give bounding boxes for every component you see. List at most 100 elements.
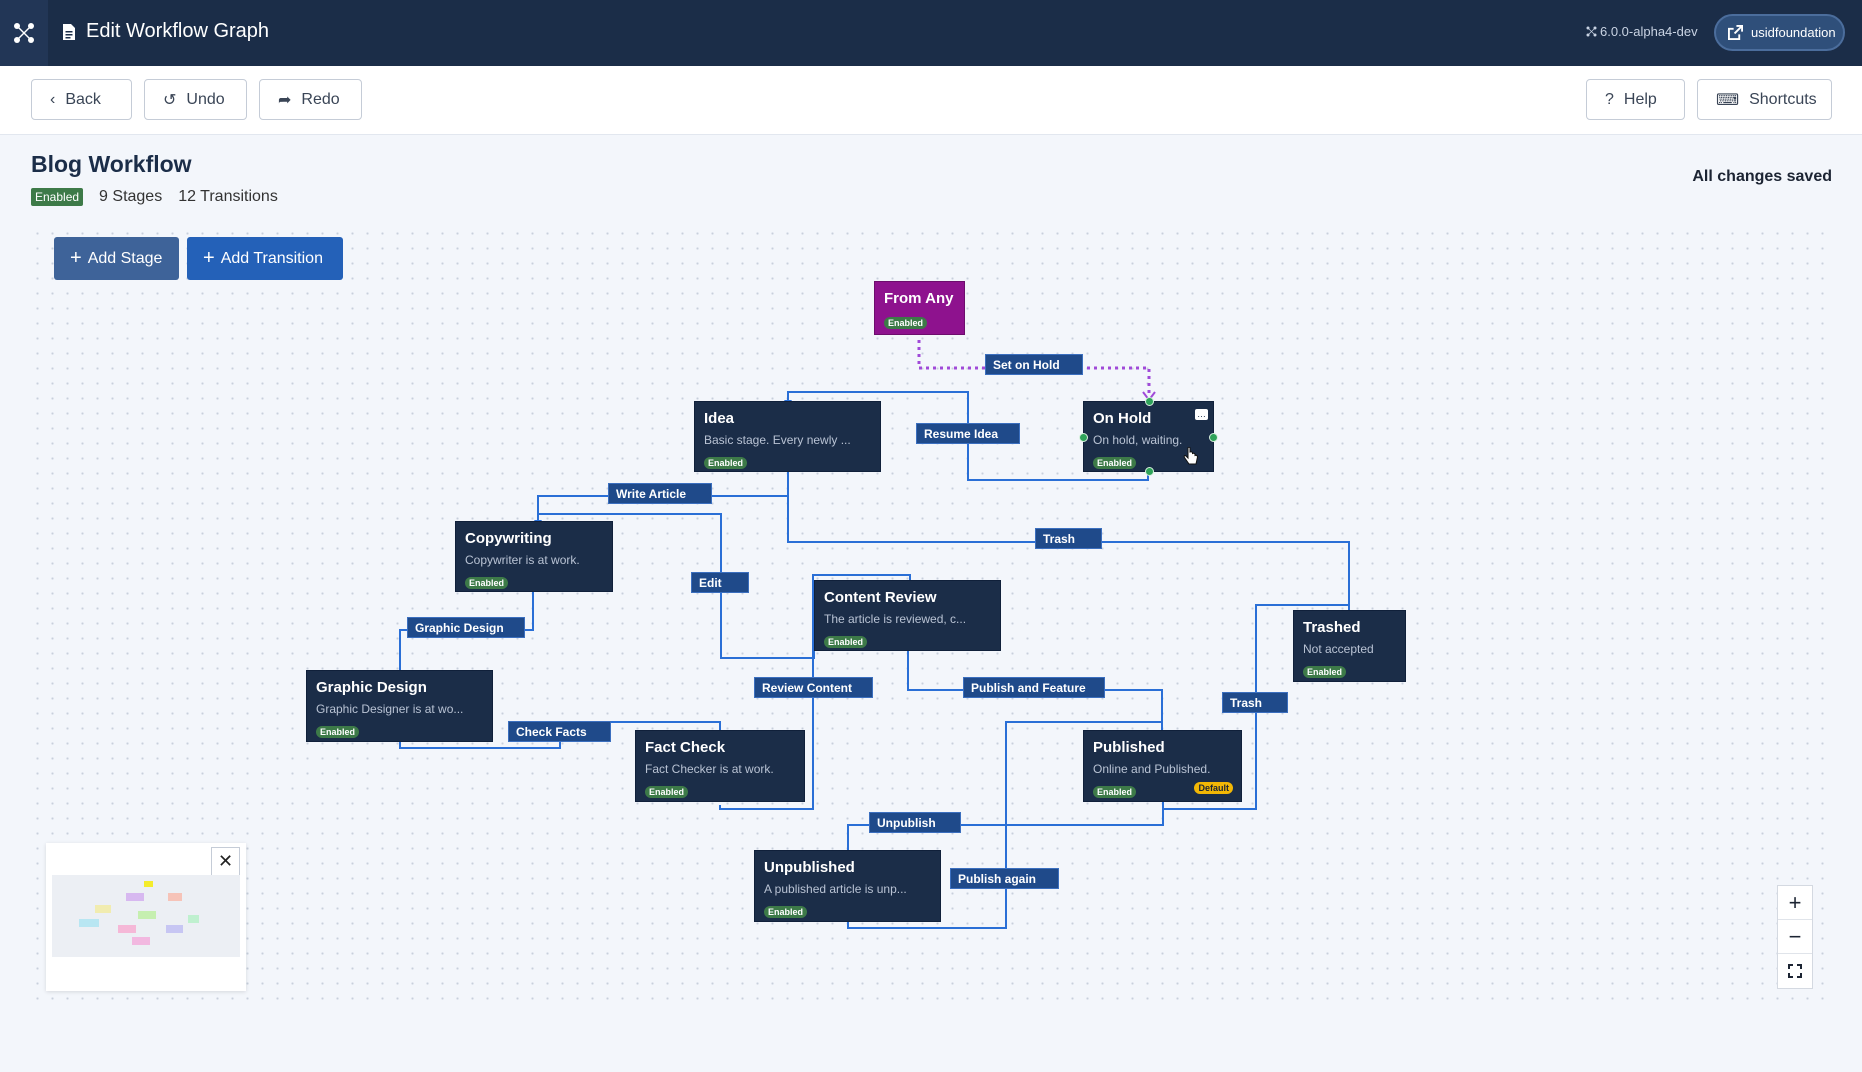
stage-description: Graphic Designer is at wo... — [316, 702, 464, 716]
stage-graphic-design[interactable]: Graphic Design Graphic Designer is at wo… — [306, 670, 493, 742]
stage-from-any[interactable]: From Any Enabled — [874, 281, 965, 335]
stage-content-review[interactable]: Content Review The article is reviewed, … — [814, 580, 1001, 651]
site-name: usidfoundation — [1751, 25, 1836, 40]
stages-count: 9 Stages — [99, 188, 163, 205]
back-button[interactable]: ‹ Back — [31, 79, 132, 120]
stage-on-hold[interactable]: On Hold On hold, waiting. Enabled … — [1079, 397, 1218, 476]
connection-port-top[interactable] — [1145, 397, 1154, 406]
toolbar: ‹ Back ↺ Undo ➦ Redo ? Help ⌨ Shortcuts — [0, 66, 1862, 135]
minimap-node — [144, 881, 153, 887]
add-stage-label: Add Stage — [87, 249, 163, 267]
stage-description: Fact Checker is at work. — [645, 762, 774, 776]
joomla-logo[interactable] — [0, 0, 48, 66]
transition-label-review-content[interactable]: Review Content — [754, 677, 873, 698]
document-icon — [63, 24, 75, 40]
stage-title: Copywriting — [465, 530, 552, 547]
view-site-button[interactable]: usidfoundation — [1714, 14, 1845, 51]
version-text: 6.0.0-alpha4-dev — [1600, 24, 1698, 39]
stage-trashed[interactable]: Trashed Not accepted Enabled — [1293, 610, 1406, 682]
chevron-left-icon: ‹ — [50, 90, 56, 108]
stage-status-badge: Enabled — [465, 577, 509, 589]
stage-description: Basic stage. Every newly ... — [704, 433, 851, 447]
stage-unpublished[interactable]: Unpublished A published article is unp..… — [754, 850, 941, 922]
help-label: Help — [1623, 90, 1657, 108]
shortcuts-button[interactable]: ⌨ Shortcuts — [1697, 79, 1832, 120]
workflow-meta: Enabled 9 Stages 12 Transitions — [31, 188, 278, 206]
connection-port-left[interactable] — [1079, 433, 1088, 442]
stage-copywriting[interactable]: Copywriting Copywriter is at work. Enabl… — [455, 521, 613, 592]
undo-icon: ↺ — [163, 91, 177, 109]
more-options-icon[interactable]: … — [1195, 409, 1208, 420]
version-label: 6.0.0-alpha4-dev — [1586, 24, 1698, 39]
transition-label-trash[interactable]: Trash — [1035, 528, 1102, 549]
redo-button[interactable]: ➦ Redo — [259, 79, 362, 120]
minimap-node — [126, 893, 144, 901]
stage-published[interactable]: Published Online and Published. Enabled … — [1083, 730, 1242, 802]
minimap-node — [118, 925, 136, 933]
minimap[interactable]: ✕ — [46, 843, 246, 991]
close-icon: ✕ — [217, 851, 234, 871]
stage-description: A published article is unp... — [764, 882, 907, 896]
add-stage-button[interactable]: + Add Stage — [54, 237, 179, 280]
minimap-close-button[interactable]: ✕ — [211, 847, 240, 876]
question-icon: ? — [1605, 90, 1614, 108]
transition-label-resume-idea[interactable]: Resume Idea — [916, 423, 1020, 444]
stage-status-badge: Enabled — [824, 636, 868, 648]
transition-label-trash-published[interactable]: Trash — [1222, 692, 1288, 713]
minimap-node — [138, 911, 156, 919]
transition-label-write-article[interactable]: Write Article — [608, 483, 712, 504]
minimap-viewport[interactable] — [52, 875, 240, 957]
stage-status-badge: Enabled — [764, 906, 808, 918]
minimap-node — [166, 925, 183, 933]
keyboard-icon: ⌨ — [1716, 91, 1740, 109]
connection-port-right[interactable] — [1209, 433, 1218, 442]
fit-view-button[interactable] — [1778, 954, 1812, 988]
transitions-count: 12 Transitions — [178, 188, 278, 205]
minimap-node — [168, 893, 182, 901]
plus-icon: + — [203, 247, 215, 269]
undo-label: Undo — [186, 90, 225, 108]
stage-description: On hold, waiting. — [1093, 433, 1183, 447]
help-button[interactable]: ? Help — [1586, 79, 1685, 120]
stage-status-badge: Enabled — [884, 317, 928, 329]
transition-label-graphic-design[interactable]: Graphic Design — [407, 617, 525, 638]
stage-status-badge: Enabled — [1093, 457, 1137, 469]
page-title: Edit Workflow Graph — [86, 20, 270, 42]
undo-button[interactable]: ↺ Undo — [144, 79, 247, 120]
transition-label-check-facts[interactable]: Check Facts — [508, 721, 611, 742]
transition-label-publish-and-feature[interactable]: Publish and Feature — [963, 677, 1105, 698]
stage-title: Published — [1093, 739, 1165, 756]
transition-label-publish-again[interactable]: Publish again — [950, 868, 1059, 889]
redo-label: Redo — [301, 90, 340, 108]
stage-title: Trashed — [1303, 619, 1361, 636]
top-header: Edit Workflow Graph 6.0.0-alpha4-dev usi… — [0, 0, 1862, 66]
stage-status-badge: Enabled — [645, 786, 689, 798]
add-transition-button[interactable]: + Add Transition — [187, 237, 343, 280]
zoom-in-button[interactable]: + — [1778, 886, 1812, 920]
stage-status-badge: Enabled — [704, 457, 748, 469]
zoom-out-button[interactable]: − — [1778, 920, 1812, 954]
plus-icon: + — [70, 247, 82, 269]
redo-icon: ➦ — [278, 91, 292, 109]
workflow-title: Blog Workflow — [31, 151, 192, 177]
connection-port-bottom[interactable] — [1145, 467, 1154, 476]
external-link-icon — [1728, 25, 1743, 40]
save-status: All changes saved — [1692, 168, 1832, 185]
transition-label-unpublish[interactable]: Unpublish — [869, 812, 961, 833]
stage-status-badge: Enabled — [316, 726, 360, 738]
stage-idea[interactable]: Idea Basic stage. Every newly ... Enable… — [694, 401, 881, 472]
minimap-node — [188, 915, 199, 923]
stage-title: Content Review — [824, 589, 937, 606]
plus-icon: + — [1788, 889, 1802, 915]
stage-description: Copywriter is at work. — [465, 553, 580, 567]
joomla-small-icon — [1586, 26, 1597, 37]
stage-title: Fact Check — [645, 739, 726, 756]
stage-title: On Hold — [1093, 410, 1152, 427]
stage-title: From Any — [884, 290, 954, 307]
stage-fact-check[interactable]: Fact Check Fact Checker is at work. Enab… — [635, 730, 805, 802]
hand-pointer-icon — [1183, 447, 1199, 465]
transition-label-set-on-hold[interactable]: Set on Hold — [985, 354, 1083, 375]
stage-status-badge: Enabled — [1093, 786, 1137, 798]
transition-label-edit[interactable]: Edit — [691, 572, 749, 593]
fullscreen-icon — [1788, 964, 1802, 978]
